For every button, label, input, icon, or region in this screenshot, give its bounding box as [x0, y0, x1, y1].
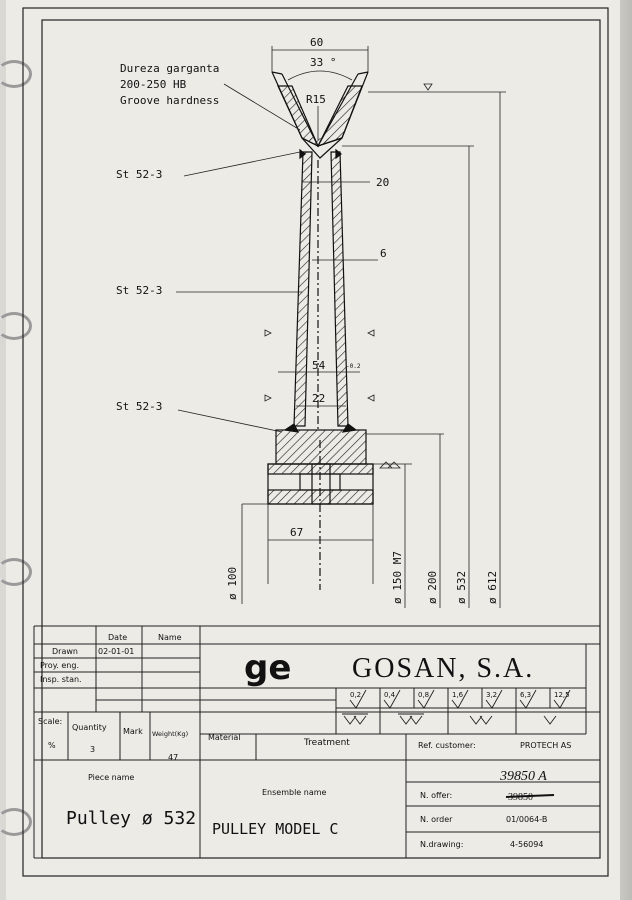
dim-top-width: 60 — [310, 36, 323, 49]
ensemble-name-value: PULLEY MODEL C — [212, 820, 338, 838]
title-block — [33, 625, 600, 859]
quantity-value: 3 — [90, 745, 95, 754]
dim-diameter-532: ø 532 — [455, 571, 468, 604]
offer-label: N. offer: — [420, 791, 452, 800]
dimension-lines — [176, 46, 506, 608]
note-hardness-es: Dureza garganta — [120, 62, 219, 75]
drawn-date: 02-01-01 — [98, 647, 134, 656]
weight-label: Weight(Kg) — [152, 730, 188, 738]
scale-value: % — [48, 741, 56, 750]
dim-diameter-150: ø 150 M7 — [391, 551, 404, 604]
insp-stan-label: Insp. stan. — [40, 675, 82, 684]
roughness-value: 0,2 — [350, 691, 361, 699]
company-name: GOSAN, S.A. — [352, 653, 534, 684]
dim-diameter-612: ø 612 — [486, 571, 499, 604]
binder-ring-icon — [0, 60, 32, 88]
roughness-value: 12,5 — [554, 691, 570, 699]
material-label-rim: St 52-3 — [116, 168, 162, 181]
svg-text:ge: ge — [244, 648, 291, 688]
binder-ring-icon — [0, 558, 32, 586]
dim-bore-length: 67 — [290, 526, 303, 539]
order-value: 01/0064-B — [506, 815, 547, 824]
dim-inner: 22 — [312, 392, 325, 405]
outer-frame — [22, 7, 609, 877]
note-hardness-value: 200-250 HB — [120, 78, 187, 91]
proy-eng-label: Proy. eng. — [40, 661, 79, 670]
dim-angle: 33 ° — [310, 56, 337, 69]
treatment-label: Treatment — [303, 738, 350, 748]
roughness-value: 0,4 — [384, 691, 396, 699]
piece-name-label: Piece name — [88, 773, 134, 782]
gosan-logo-icon: ge — [244, 648, 291, 688]
roughness-value: 1,6 — [452, 691, 464, 699]
drawing-number-value: 4-56094 — [510, 840, 543, 849]
pulley-section — [267, 71, 374, 590]
dim-rim: 20 — [376, 176, 389, 189]
dim-hub-tolerance: -0.2 — [346, 363, 361, 370]
drawn-label: Drawn — [52, 647, 78, 656]
dim-web: 6 — [380, 247, 387, 260]
material-label: Material — [208, 733, 241, 742]
roughness-value: 3,2 — [486, 691, 497, 699]
quantity-label: Quantity — [72, 723, 107, 732]
note-hardness-en: Groove hardness — [120, 94, 219, 107]
ref-customer-label: Ref. customer: — [418, 741, 476, 750]
piece-name-value: Pulley ø 532 — [66, 808, 196, 829]
roughness-symbols — [342, 689, 571, 725]
offer-value-struck: 39850 — [508, 792, 533, 803]
strike-through — [505, 794, 555, 798]
roughness-value: 0,8 — [418, 691, 429, 699]
order-label: N. order — [420, 815, 453, 824]
name-header: Name — [158, 633, 182, 642]
ensemble-name-label: Ensemble name — [262, 788, 327, 797]
binder-ring-icon — [0, 312, 32, 340]
ref-customer-value: PROTECH AS — [520, 741, 571, 750]
scale-label: Scale: — [38, 717, 62, 726]
material-label-hub: St 52-3 — [116, 400, 162, 413]
dim-radius: R15 — [306, 93, 326, 106]
dim-diameter-100: ø 100 — [226, 567, 239, 600]
drawing-number-label: N.drawing: — [420, 840, 463, 849]
roughness-value: 6,3 — [520, 691, 531, 699]
material-label-web: St 52-3 — [116, 284, 162, 297]
dim-hub-width: 54 — [312, 359, 326, 372]
weight-value: 47 — [168, 753, 178, 762]
mark-label: Mark — [123, 727, 143, 736]
handwritten-reference: 39850 A — [499, 769, 547, 784]
page-edge-shadow — [620, 0, 632, 900]
dim-diameter-200: ø 200 — [426, 571, 439, 604]
date-header: Date — [108, 633, 127, 642]
binder-ring-icon — [0, 808, 32, 836]
